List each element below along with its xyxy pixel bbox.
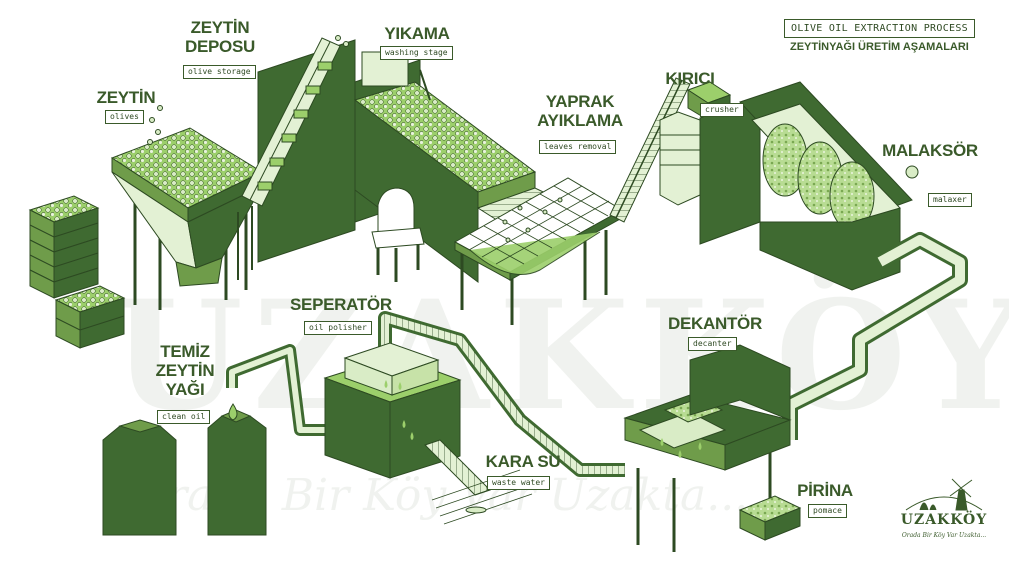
olive-crate [28, 195, 100, 299]
stage-waste-line: KARA SU [485, 452, 561, 471]
stage-storage-line: DEPOSU [185, 37, 255, 56]
stage-pomace-title: PİRİNA [790, 481, 860, 500]
stage-storage-line: ZEYTİN [190, 18, 250, 37]
stage-crusher-line: KIRICI [665, 69, 715, 88]
clean-oil-tanks [102, 403, 267, 536]
stage-leaves-line: AYIKLAMA [537, 111, 623, 130]
stage-malaxer-line: MALAKSÖR [882, 141, 978, 160]
olive-hopper [110, 105, 264, 310]
leaves-sorting-table [453, 177, 624, 325]
stage-olives-line: ZEYTİN [96, 88, 156, 107]
stage-leaves-title: YAPRAK AYIKLAMA [530, 92, 630, 130]
stage-pomace-tag: pomace [808, 504, 847, 518]
stage-pomace-line: PİRİNA [797, 481, 853, 500]
stage-crusher-title: KIRICI [650, 69, 730, 88]
stage-washing-tag: washing stage [380, 46, 453, 60]
pomace-bin [738, 495, 802, 541]
stage-washing-line: YIKAMA [384, 24, 450, 43]
stage-malaxer-title: MALAKSÖR [880, 141, 980, 160]
stage-separator-title: SEPERATÖR [290, 295, 392, 314]
separator-machine [323, 342, 462, 479]
brand-slogan: Orada Bir Köy Var Uzakta... [901, 532, 987, 539]
stage-crusher-tag: crusher [700, 103, 744, 117]
olive-crates [28, 195, 126, 349]
decanter-machine [623, 344, 792, 552]
stage-leaves-line: YAPRAK [545, 92, 615, 111]
stage-olives-tag: olives [105, 110, 144, 124]
title-en: OLIVE OIL EXTRACTION PROCESS [784, 19, 975, 38]
malaxer-tank [739, 81, 919, 291]
stage-waste-tag: waste water [487, 476, 550, 490]
stage-leaves-tag: leaves removal [539, 140, 617, 154]
windmill-icon [905, 478, 983, 511]
stage-clean-oil-title: TEMİZ ZEYTİN YAĞI [145, 342, 225, 399]
stage-clean-oil-tag: clean oil [157, 410, 211, 424]
waste-water-channel [424, 439, 533, 525]
stage-separator-line: SEPERATÖR [290, 295, 392, 314]
stage-clean-oil-line: ZEYTİN [155, 361, 215, 380]
crusher-conveyor [609, 77, 691, 223]
stage-washing-title: YIKAMA [372, 24, 462, 43]
stage-decanter-tag: decanter [688, 337, 737, 351]
stage-storage-title: ZEYTİN DEPOSU [175, 18, 265, 56]
brand-name: UZAKKÖY [900, 512, 988, 528]
stage-malaxer-tag: malaxer [928, 193, 972, 207]
stage-clean-oil-line: YAĞI [165, 380, 205, 399]
stage-separator-tag: oil polisher [304, 321, 372, 335]
stage-decanter-title: DEKANTÖR [660, 314, 770, 333]
stage-clean-oil-line: TEMİZ [160, 342, 210, 361]
pipe-network [226, 232, 968, 477]
washing-tank [353, 51, 562, 283]
title-tr: ZEYTİNYAĞI ÜRETİM AŞAMALARI [790, 41, 969, 53]
stage-storage-tag: olive storage [183, 65, 256, 79]
brand-logo: UZAKKÖY Orada Bir Köy Var Uzakta... [896, 476, 992, 550]
stage-decanter-line: DEKANTÖR [668, 314, 762, 333]
crusher-machine [659, 81, 761, 245]
olive-crate [54, 285, 126, 349]
stage-waste-title: KARA SU [478, 452, 568, 471]
stage-olives-title: ZEYTİN [86, 88, 166, 107]
storage-conveyor [237, 35, 356, 280]
chair [371, 187, 425, 282]
